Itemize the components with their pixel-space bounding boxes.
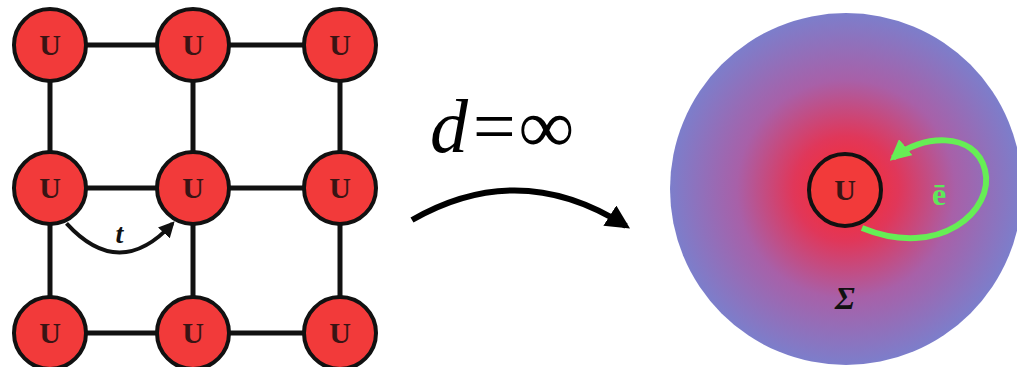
self-energy-label: Σ bbox=[835, 282, 855, 314]
site-node: U bbox=[11, 294, 89, 367]
lattice-bond bbox=[87, 186, 156, 191]
lattice-bond bbox=[87, 43, 156, 48]
site-node: U bbox=[301, 6, 379, 84]
lattice-bond bbox=[338, 82, 343, 151]
lattice-bond bbox=[48, 82, 53, 151]
lattice-bond bbox=[191, 225, 196, 296]
site-label: U bbox=[154, 294, 232, 367]
site-label: U bbox=[301, 6, 379, 84]
site-label: U bbox=[11, 149, 89, 227]
lattice-bond bbox=[230, 43, 303, 48]
site-node: U bbox=[154, 149, 232, 227]
site-label: U bbox=[154, 6, 232, 84]
lattice-bond bbox=[338, 225, 343, 296]
site-label: U bbox=[806, 151, 884, 229]
site-label: U bbox=[11, 294, 89, 367]
lattice-bond bbox=[48, 225, 53, 296]
site-node: U bbox=[154, 294, 232, 367]
site-node: U bbox=[11, 149, 89, 227]
site-node: U bbox=[154, 6, 232, 84]
site-label: U bbox=[11, 6, 89, 84]
bath-fill bbox=[670, 13, 1017, 365]
site-node: U bbox=[11, 6, 89, 84]
limit-label: d=∞ bbox=[430, 88, 573, 164]
site-label: U bbox=[301, 294, 379, 367]
lattice-bond bbox=[230, 331, 303, 336]
site-node: U bbox=[806, 151, 884, 229]
bath-node: ΣU bbox=[670, 13, 1017, 365]
lattice-bond bbox=[191, 82, 196, 151]
lattice-bond bbox=[230, 186, 303, 191]
limit-arrow-path bbox=[412, 190, 626, 226]
site-label: U bbox=[301, 149, 379, 227]
hopping-label: t bbox=[116, 220, 124, 248]
site-node: U bbox=[301, 149, 379, 227]
site-label: U bbox=[154, 149, 232, 227]
electron-label: ē bbox=[932, 178, 946, 210]
lattice-bond bbox=[87, 331, 156, 336]
site-node: U bbox=[301, 294, 379, 367]
